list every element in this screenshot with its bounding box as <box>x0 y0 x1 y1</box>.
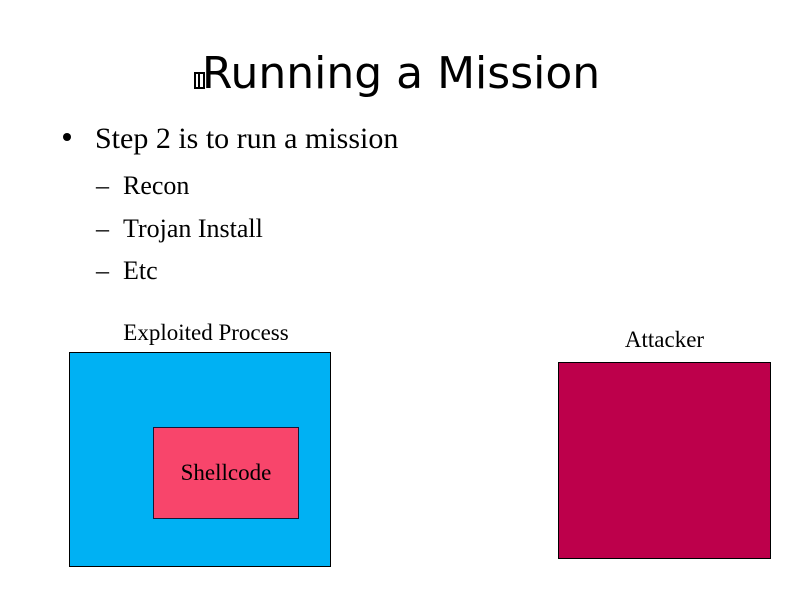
bullet-level2-trojan-install: –Trojan Install <box>96 213 263 244</box>
bullet-level2-text: Etc <box>123 256 158 285</box>
bullet-level1-text: Step 2 is to run a mission <box>95 122 399 155</box>
bullet-dot-icon <box>63 133 71 141</box>
dash-bullet-icon: – <box>96 256 109 285</box>
dash-bullet-icon: – <box>96 214 109 243</box>
dash-bullet-icon: – <box>96 171 109 200</box>
bullet-level2-text: Trojan Install <box>123 214 263 243</box>
slide-title: Running a Mission <box>0 48 794 99</box>
attacker-label: Attacker <box>624 327 705 352</box>
attacker-box <box>558 362 771 559</box>
bullet-level2-recon: –Recon <box>96 170 189 201</box>
exploited-process-label: Exploited Process <box>123 320 289 345</box>
slide-title-text: Running a Mission <box>201 48 601 99</box>
bullet-level2-text: Recon <box>123 171 190 200</box>
missing-glyph-icon <box>193 72 205 89</box>
shellcode-label: Shellcode <box>180 460 272 485</box>
bullet-level2-etc: –Etc <box>96 255 158 286</box>
shellcode-box: Shellcode <box>153 427 299 519</box>
